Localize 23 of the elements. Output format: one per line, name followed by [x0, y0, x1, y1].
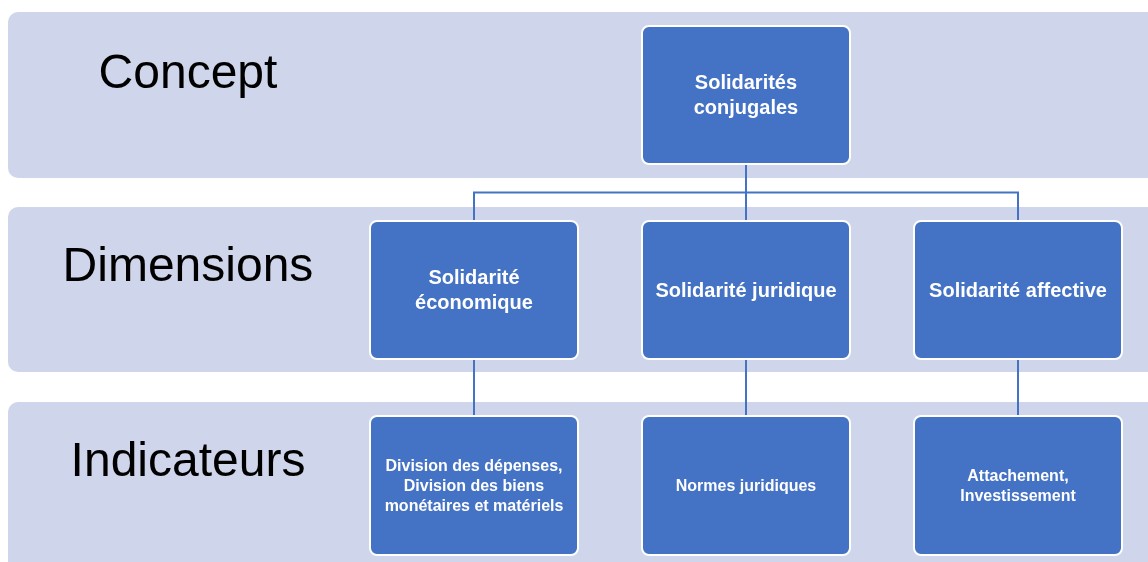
concept-box: [913, 415, 1123, 556]
connector-line: [473, 359, 475, 416]
concept-box: [369, 220, 579, 360]
box-label: Solidarité affective: [928, 277, 1108, 303]
level-band: [8, 207, 1148, 372]
box-label: Normes juridiques: [674, 475, 818, 496]
level-band: [8, 402, 1148, 562]
concept-box: [913, 220, 1123, 360]
level-label: Indicateurs: [69, 436, 307, 484]
box-label: Division des dépenses, Division des biens monétaires et matériels: [383, 455, 565, 516]
box-label: Solidarité économique: [414, 265, 534, 315]
box-label: Attachement, Investissement: [959, 465, 1077, 506]
box-label: Solidarités conjugales: [692, 70, 800, 120]
level-label: Dimensions: [61, 241, 315, 289]
level-label: Concept: [97, 48, 279, 96]
concept-box: [369, 415, 579, 556]
connector-line: [1017, 359, 1019, 416]
box-label: Solidarité juridique: [654, 277, 838, 303]
concept-box: [641, 25, 851, 165]
level-band: [8, 12, 1148, 178]
concept-box: [641, 415, 851, 556]
connector-line: [745, 359, 747, 416]
concept-box: [641, 220, 851, 360]
